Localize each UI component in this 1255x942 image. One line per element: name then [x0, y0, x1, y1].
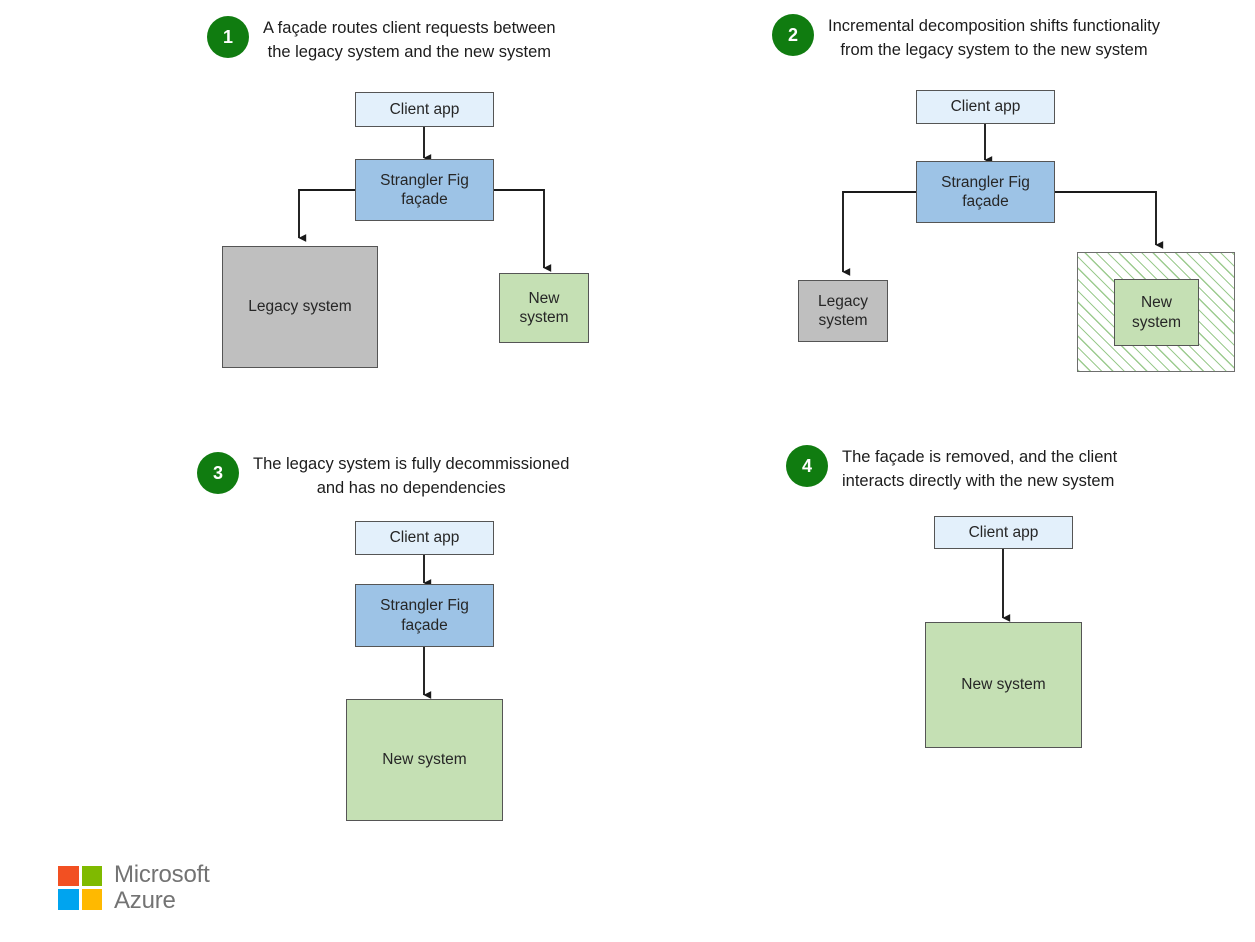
panel-2-caption-text: Incremental decomposition shifts functio…	[828, 17, 1160, 59]
arrow-facade-to-new-2	[1054, 191, 1164, 249]
panel-1-client-app-box[interactable]: Client app	[355, 92, 494, 127]
panel-2-client-app-box[interactable]: Client app	[916, 90, 1055, 124]
panel-4-caption-text: The façade is removed, and the client in…	[842, 448, 1118, 490]
panel-3-facade-box[interactable]: Strangler Fig façade	[355, 584, 494, 647]
logo-square-red	[58, 865, 79, 887]
panel-1-badge: 1	[207, 16, 249, 58]
microsoft-logo-icon	[58, 865, 102, 910]
arrow-facade-to-legacy-1	[298, 189, 355, 242]
panel-1-facade-box[interactable]: Strangler Fig façade	[355, 159, 494, 221]
panel-4-badge: 4	[786, 445, 828, 487]
logo-square-green	[81, 865, 102, 887]
panel-1-caption-text: A façade routes client requests between …	[263, 19, 556, 61]
panel-2-badge: 2	[772, 14, 814, 56]
panel-1-new-system-box[interactable]: New system	[499, 273, 589, 343]
arrow-facade-to-new-1	[493, 189, 552, 272]
panel-1-caption: 1 A façade routes client requests betwee…	[207, 16, 627, 65]
logo-square-blue	[58, 889, 79, 910]
panel-2-caption: 2 Incremental decomposition shifts funct…	[772, 14, 1232, 63]
panel-2-new-system-box[interactable]: New system	[1114, 279, 1199, 346]
panel-4-client-app-box[interactable]: Client app	[934, 516, 1073, 549]
panel-3-client-app-box[interactable]: Client app	[355, 521, 494, 555]
arrow-facade-to-legacy-2	[842, 191, 917, 276]
logo-square-yellow	[81, 889, 102, 910]
panel-2-facade-box[interactable]: Strangler Fig façade	[916, 161, 1055, 223]
panel-3-caption-text: The legacy system is fully decommissione…	[253, 455, 570, 497]
panel-4-new-system-box[interactable]: New system	[925, 622, 1082, 748]
panel-1-legacy-box[interactable]: Legacy system	[222, 246, 378, 368]
microsoft-azure-wordmark: Microsoft Azure	[114, 861, 210, 914]
panel-3-caption: 3 The legacy system is fully decommissio…	[197, 452, 627, 501]
microsoft-azure-logo: Microsoft Azure	[58, 862, 210, 913]
panel-3-badge: 3	[197, 452, 239, 494]
panel-4-caption: 4 The façade is removed, and the client …	[786, 445, 1186, 494]
panel-3-new-system-box[interactable]: New system	[346, 699, 503, 821]
panel-2-legacy-box[interactable]: Legacy system	[798, 280, 888, 342]
